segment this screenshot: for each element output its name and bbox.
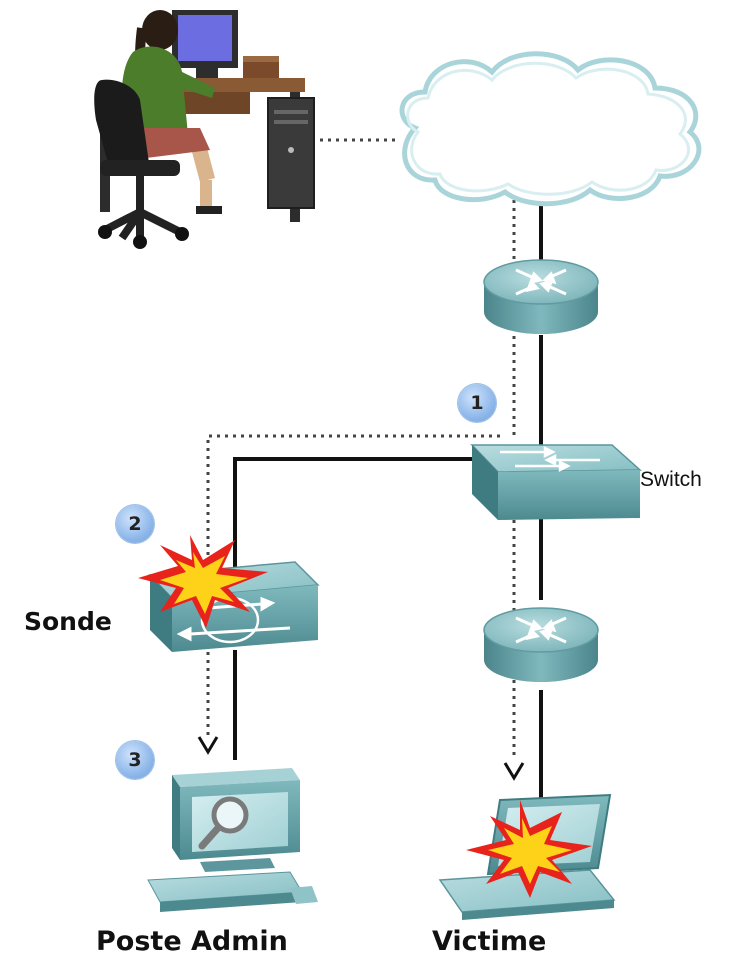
switch-label: Switch xyxy=(640,468,702,491)
router-top xyxy=(483,259,599,334)
attack-path xyxy=(206,138,516,760)
link-switch-sonde xyxy=(233,457,472,570)
person-head xyxy=(142,10,178,50)
arrowhead-admin xyxy=(197,736,219,755)
remote-user-workstation xyxy=(94,10,315,249)
router-bottom xyxy=(483,607,599,682)
office-chair xyxy=(94,79,150,170)
step-badge-2: 2 xyxy=(116,505,154,543)
explosion-icon-sonde xyxy=(138,535,268,628)
sonde-label: Sonde xyxy=(24,607,112,636)
victime-label: Victime xyxy=(432,926,546,957)
solid-links xyxy=(233,200,543,800)
dotted-switch-sonde xyxy=(206,434,500,560)
arrowhead-victim xyxy=(503,762,525,781)
admin-workstation xyxy=(147,768,318,912)
magnifier-icon xyxy=(198,796,249,850)
step-badge-1: 1 xyxy=(458,384,496,422)
internet-cloud xyxy=(399,51,702,207)
poste-admin-label: Poste Admin xyxy=(96,926,288,957)
explosion-icon-victim xyxy=(466,800,592,898)
step-badge-3: 3 xyxy=(116,741,154,779)
arrow-heads xyxy=(197,736,525,781)
switch-device xyxy=(470,444,642,520)
